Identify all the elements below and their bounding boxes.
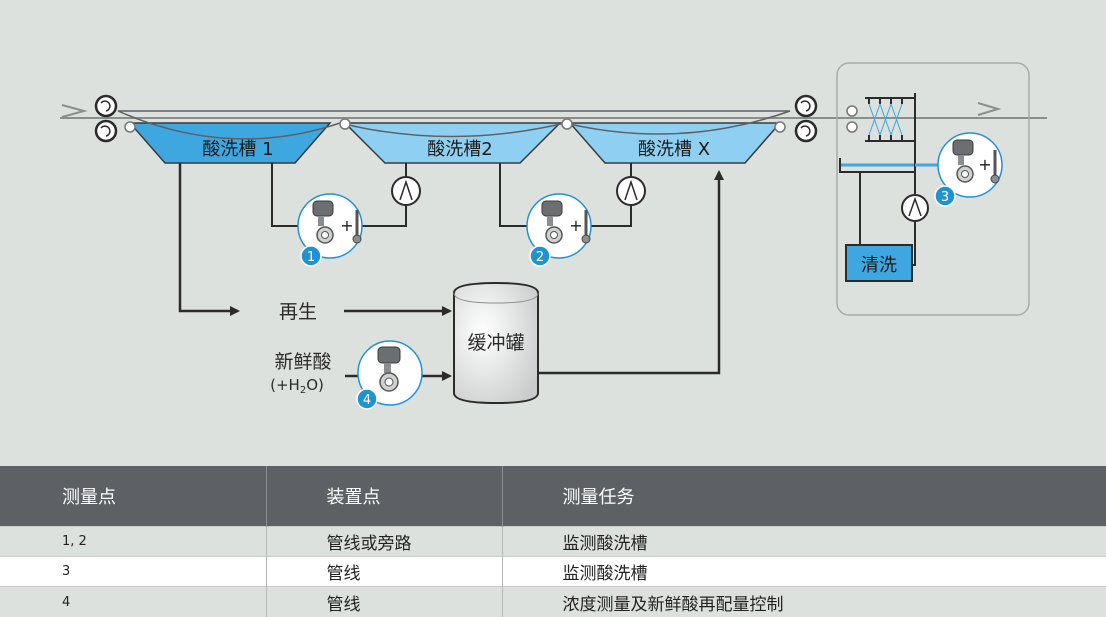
- measurement-point-4: 4: [356, 340, 423, 410]
- steel-strip: [60, 102, 1047, 119]
- header-installation-point: 装置点: [266, 466, 503, 526]
- pickling-tank-1: 酸洗槽 1: [128, 122, 332, 164]
- buffer-tank: 缓冲罐: [453, 281, 539, 405]
- pickling-tank-2: 酸洗槽2: [343, 122, 562, 164]
- roller-icon: [846, 121, 858, 133]
- roller-icon: [339, 118, 351, 130]
- tank-x-label: 酸洗槽 X: [638, 139, 710, 160]
- strip-rollers: [124, 118, 786, 133]
- thermometer-icon: [352, 210, 362, 244]
- entry-roller-pair-icon: [94, 94, 118, 143]
- table-row: 4 管线 浓度测量及新鲜酸再配量控制: [0, 586, 1106, 617]
- pump-icon: [901, 194, 929, 222]
- pickling-tank-x: 酸洗槽 X: [568, 122, 782, 164]
- header-measurement-point: 测量点: [0, 466, 267, 526]
- regen-label: 再生: [279, 301, 317, 323]
- buffer-tank-label: 缓冲罐: [467, 332, 524, 354]
- tank-2-label: 酸洗槽2: [427, 139, 492, 160]
- cell-point: 4: [0, 586, 267, 617]
- buffer-to-tank-x-line: [538, 170, 724, 375]
- table-row: 3 管线 监测酸洗槽: [0, 555, 1106, 587]
- badge-3: 3: [941, 190, 949, 205]
- flowmeter-icon: [541, 200, 563, 244]
- fresh-acid-label: 新鲜酸: [274, 351, 331, 373]
- table-header: 测量点 装置点 测量任务: [0, 466, 1106, 526]
- tank-1-circulation: [271, 163, 421, 227]
- cell-task: 浓度测量及新鲜酸再配量控制: [502, 586, 1106, 617]
- table-row: 1, 2 管线或旁路 监测酸洗槽: [0, 525, 1106, 557]
- badge-4: 4: [363, 393, 371, 408]
- roller-icon: [774, 121, 786, 133]
- flowmeter-icon: [377, 346, 401, 392]
- roller-icon: [124, 121, 136, 133]
- measurement-point-1: + 1: [297, 193, 363, 267]
- measurement-point-2: + 2: [526, 193, 592, 267]
- spray-nozzle-icon: [865, 93, 916, 145]
- flowmeter-icon: [312, 200, 334, 244]
- rinse-tank-label: 清洗: [861, 255, 897, 276]
- process-diagram-svg: 酸洗槽 1 酸洗槽2 酸洗槽 X: [60, 62, 1047, 410]
- strip-in-arrow-icon: [61, 104, 88, 118]
- roller-icon: [846, 105, 858, 117]
- badge-2: 2: [536, 250, 544, 265]
- tank-1-label: 酸洗槽 1: [202, 139, 273, 160]
- plus-sign: +: [340, 216, 353, 235]
- tank-2-circulation: [499, 163, 646, 227]
- measurement-point-3: + 3: [934, 132, 1003, 207]
- cell-task: 监测酸洗槽: [502, 525, 1106, 557]
- cell-task: 监测酸洗槽: [502, 555, 1106, 587]
- cell-point: 3: [0, 555, 267, 587]
- process-diagram: 酸洗槽 1 酸洗槽2 酸洗槽 X: [0, 0, 1106, 466]
- strip-out-arrow-icon: [977, 102, 1002, 116]
- plus-sign: +: [978, 155, 991, 174]
- exit-roller-pair-icon: [794, 94, 818, 143]
- plus-sign: +: [569, 216, 582, 235]
- thermometer-icon: [581, 210, 591, 244]
- pump-icon: [391, 176, 421, 206]
- thermometer-icon: [990, 150, 1000, 184]
- badge-1: 1: [307, 250, 315, 265]
- cell-place: 管线: [266, 555, 503, 587]
- regen-outflow-line: [178, 163, 240, 316]
- pump-icon: [616, 176, 646, 206]
- header-measurement-task: 测量任务: [562, 486, 635, 508]
- cell-place: 管线: [266, 586, 503, 617]
- roller-icon: [561, 118, 573, 130]
- cell-place: 管线或旁路: [266, 525, 503, 557]
- flowmeter-icon: [952, 139, 974, 183]
- measurement-table: 测量点 装置点 测量任务 1, 2 管线或旁路 监测酸洗槽 3 管线 监测酸洗槽…: [0, 466, 1106, 617]
- rinse-section: 清洗: [836, 62, 1030, 316]
- cell-point: 1, 2: [0, 525, 267, 557]
- water-label: (+H2O): [270, 376, 324, 396]
